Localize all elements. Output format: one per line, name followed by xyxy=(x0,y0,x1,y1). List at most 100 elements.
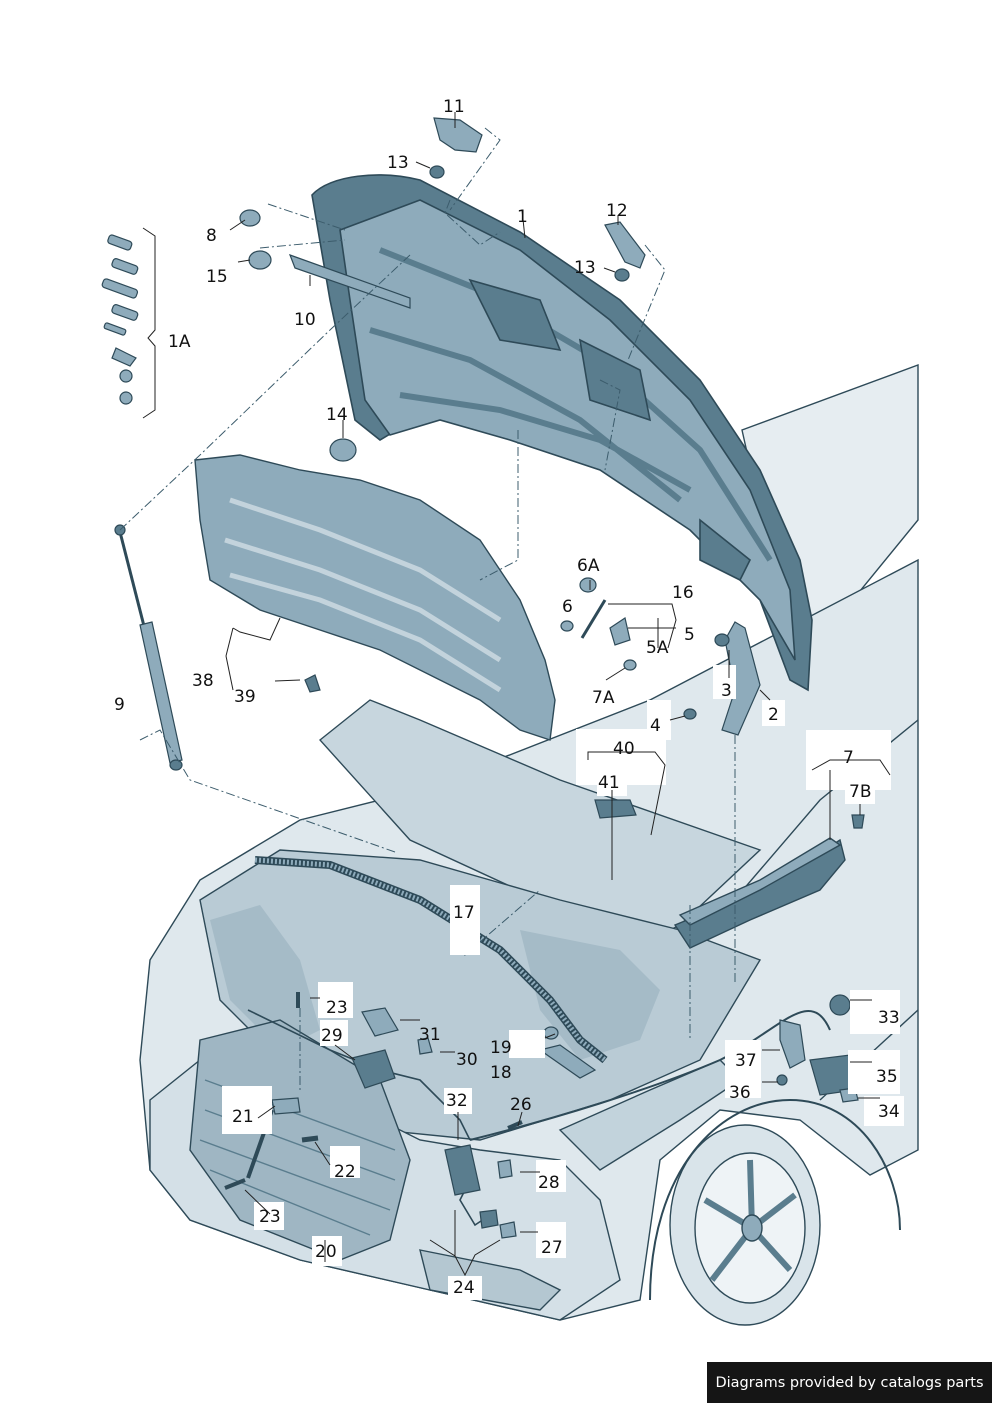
callout-5: 5 xyxy=(684,625,695,645)
callout-41: 41 xyxy=(598,773,620,793)
hinge-11 xyxy=(433,117,483,153)
washer-7A xyxy=(623,659,637,671)
bolt-23 xyxy=(224,1178,246,1190)
bay-shadow xyxy=(210,905,320,1050)
strut-end xyxy=(169,759,183,771)
nut-8 xyxy=(239,209,261,227)
sensor-24 xyxy=(479,1209,499,1229)
callout-7A: 7A xyxy=(592,688,615,708)
callout-13-right: 13 xyxy=(574,258,596,278)
grommet-14 xyxy=(329,438,357,462)
callout-31: 31 xyxy=(419,1025,441,1045)
rim-spokes xyxy=(703,1159,797,1282)
callout-1A: 1A xyxy=(168,332,191,352)
callout-11: 11 xyxy=(443,97,465,117)
bolt-22 xyxy=(301,1135,319,1143)
callout-37: 37 xyxy=(735,1051,757,1071)
bushing-3 xyxy=(714,633,730,647)
small-parts xyxy=(101,117,865,1239)
callout-labels: 1 1A 2 3 4 5 5A 6 6A 7 7A 7B 8 9 10 11 1… xyxy=(114,97,900,1298)
callout-38: 38 xyxy=(192,671,214,691)
bracket-10 xyxy=(288,253,411,309)
cap-33 xyxy=(829,994,851,1016)
cap-6A xyxy=(579,577,597,593)
callout-16: 16 xyxy=(672,583,694,603)
callout-27: 27 xyxy=(541,1238,563,1258)
lever-37 xyxy=(779,1019,806,1069)
clip-7B xyxy=(851,814,865,829)
callout-22: 22 xyxy=(334,1162,356,1182)
seal-strip xyxy=(254,856,608,1064)
connector-28 xyxy=(497,1159,513,1179)
wheel-arch xyxy=(649,1098,901,1301)
callout-7B: 7B xyxy=(849,782,871,802)
leader-lines xyxy=(142,112,891,1277)
washer-15 xyxy=(248,250,272,270)
bracket-21 xyxy=(271,1097,301,1115)
callout-30: 30 xyxy=(456,1050,478,1070)
callout-6A: 6A xyxy=(577,556,600,576)
credit-footer: Diagrams provided by catalogs parts xyxy=(707,1362,992,1403)
plate-41 xyxy=(594,799,637,819)
gas-strut xyxy=(114,524,183,771)
bolt-4 xyxy=(683,708,697,720)
callout-21: 21 xyxy=(232,1107,254,1127)
callout-26: 26 xyxy=(510,1095,532,1115)
buffer-13 xyxy=(429,165,445,179)
callout-24: 24 xyxy=(453,1278,475,1298)
buffer-13 xyxy=(614,268,630,282)
callout-40: 40 xyxy=(613,739,635,759)
callout-23-bottom: 23 xyxy=(259,1207,281,1227)
callout-3: 3 xyxy=(721,681,732,701)
nut-6 xyxy=(560,620,574,632)
callout-34: 34 xyxy=(878,1102,900,1122)
assembly-lines xyxy=(119,127,736,1090)
bolt-16 xyxy=(580,599,607,639)
callout-23-top: 23 xyxy=(326,998,348,1018)
grille-slats xyxy=(199,1079,396,1236)
plate-31 xyxy=(361,1007,399,1037)
screw-set xyxy=(101,234,139,405)
connector-27 xyxy=(499,1221,517,1239)
callout-28: 28 xyxy=(538,1173,560,1193)
bolt-26 xyxy=(507,1120,523,1130)
callout-13-top: 13 xyxy=(387,153,409,173)
release-cable xyxy=(469,1010,831,1141)
insulation-ribs xyxy=(224,497,502,693)
callout-33: 33 xyxy=(878,1008,900,1028)
bracket-2 xyxy=(721,621,761,736)
lower-intake xyxy=(419,1249,562,1311)
lock-24 xyxy=(444,1144,481,1196)
callout-19: 19 xyxy=(490,1038,512,1058)
callout-35: 35 xyxy=(876,1067,898,1087)
callout-14: 14 xyxy=(326,405,348,425)
callout-9: 9 xyxy=(114,695,125,715)
callout-15: 15 xyxy=(206,267,228,287)
bolt-36 xyxy=(776,1074,788,1086)
callout-6: 6 xyxy=(562,597,573,617)
clip-39 xyxy=(304,674,321,693)
hub xyxy=(741,1214,763,1242)
callout-5A: 5A xyxy=(646,638,669,658)
callout-32: 32 xyxy=(446,1091,468,1111)
cowl xyxy=(318,699,762,946)
strut-rod xyxy=(118,531,147,631)
lock-29 xyxy=(351,1049,396,1089)
callout-7: 7 xyxy=(843,748,854,768)
clip-30 xyxy=(417,1037,433,1055)
strut-body xyxy=(139,621,183,764)
callout-20: 20 xyxy=(315,1242,337,1262)
callout-18: 18 xyxy=(490,1063,512,1083)
callout-29: 29 xyxy=(321,1026,343,1046)
callout-1: 1 xyxy=(517,207,528,227)
callout-10: 10 xyxy=(294,310,316,330)
callout-12: 12 xyxy=(606,201,628,221)
callout-39: 39 xyxy=(234,687,256,707)
callout-36: 36 xyxy=(729,1083,751,1103)
callout-4: 4 xyxy=(650,716,661,736)
callout-17: 17 xyxy=(453,903,475,923)
release-cable xyxy=(247,1009,471,1141)
stop-5A xyxy=(609,617,631,646)
callout-8: 8 xyxy=(206,226,217,246)
